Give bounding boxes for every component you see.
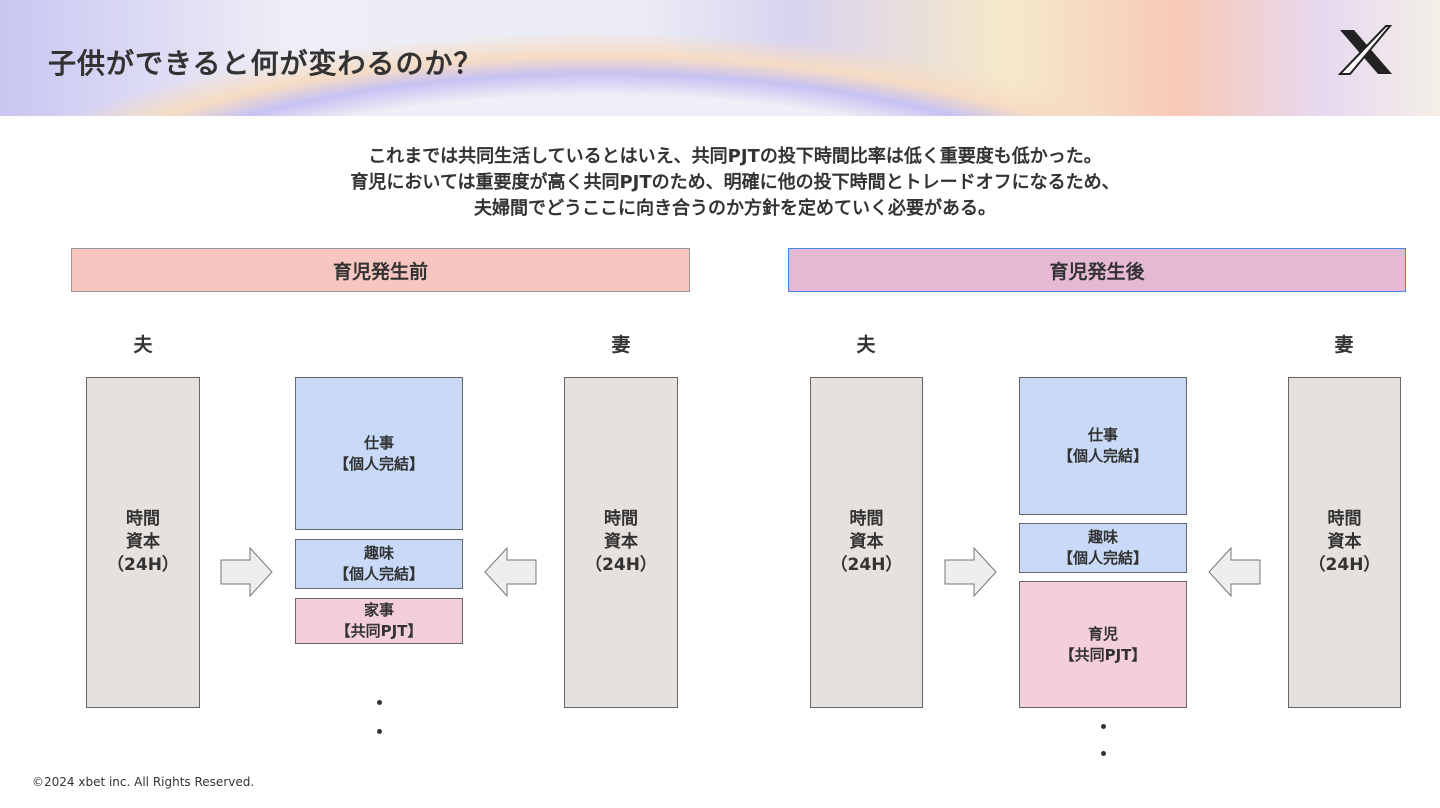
wife-label: 妻 [611,334,631,356]
item-name: 家事 [363,601,394,619]
hobby-box: 趣味【個人完結】 [1019,523,1187,573]
lead-line: これまでは共同生活しているとはいえ、共同PJTの投下時間比率は低く重要度も低かっ… [368,146,1102,167]
capital-text: 時間 [1327,509,1362,529]
husband-time-capital: 時間資本 （24H） [810,377,923,708]
item-tag: 【個人完結】 [1057,549,1148,567]
hobby-box: 趣味【個人完結】 [295,539,463,589]
ellipsis-dot [1101,724,1106,729]
item-tag: 【個人完結】 [333,454,424,473]
capital-text: 資本 [603,532,638,552]
item-name: 仕事 [363,433,394,452]
wife-time-capital: 時間資本 （24H） [1288,377,1401,708]
item-name: 趣味 [363,544,394,562]
xbet-logo-icon [1338,25,1393,75]
item-tag: 【共同PJT】 [1059,645,1147,664]
header-banner [0,0,1440,116]
lead-line: 夫婦間でどうここに向き合うのか方針を定めていく必要がある。 [474,198,996,219]
work-box: 仕事【個人完結】 [1019,377,1187,515]
capital-text: 時間 [849,509,884,529]
before-header: 育児発生前 [71,248,690,292]
capital-text: 資本 [849,532,884,552]
husband-label: 夫 [133,334,153,356]
item-name: 育児 [1087,624,1118,643]
item-tag: 【個人完結】 [333,565,424,583]
arrow-left-icon [1208,547,1261,597]
capital-text: 時間 [603,509,638,529]
lead-line: 育児においては重要度が高く共同PJTのため、明確に他の投下時間とトレードオフにな… [350,172,1120,193]
arrow-left-icon [484,547,537,597]
item-name: 仕事 [1087,426,1118,444]
copyright-footer: ©2024 xbet inc. All Rights Reserved. [32,775,255,789]
item-name: 趣味 [1087,528,1118,546]
wife-time-capital: 時間資本 （24H） [564,377,678,708]
capital-text: 時間 [125,509,160,529]
housework-box: 家事【共同PJT】 [295,598,463,644]
ellipsis-dot [377,729,382,734]
ellipsis-dot [377,700,382,705]
capital-text: （24H） [1308,555,1381,575]
arrow-right-icon [220,547,273,597]
capital-text: （24H） [107,555,179,575]
ellipsis-dot [1101,751,1106,756]
lead-text: これまでは共同生活しているとはいえ、共同PJTの投下時間比率は低く重要度も低かっ… [0,144,1440,222]
work-box: 仕事【個人完結】 [295,377,463,530]
wife-label: 妻 [1334,334,1354,356]
after-header: 育児発生後 [788,248,1406,292]
capital-text: （24H） [585,555,657,575]
page-title: 子供ができると何が変わるのか？ [48,47,483,80]
childcare-box: 育児【共同PJT】 [1019,581,1187,708]
husband-time-capital: 時間資本 （24H） [86,377,200,708]
item-tag: 【共同PJT】 [335,622,423,640]
capital-text: 資本 [125,532,160,552]
husband-label: 夫 [856,334,876,356]
capital-text: 資本 [1327,532,1362,552]
arrow-right-icon [944,547,997,597]
capital-text: （24H） [830,555,903,575]
item-tag: 【個人完結】 [1057,447,1148,465]
